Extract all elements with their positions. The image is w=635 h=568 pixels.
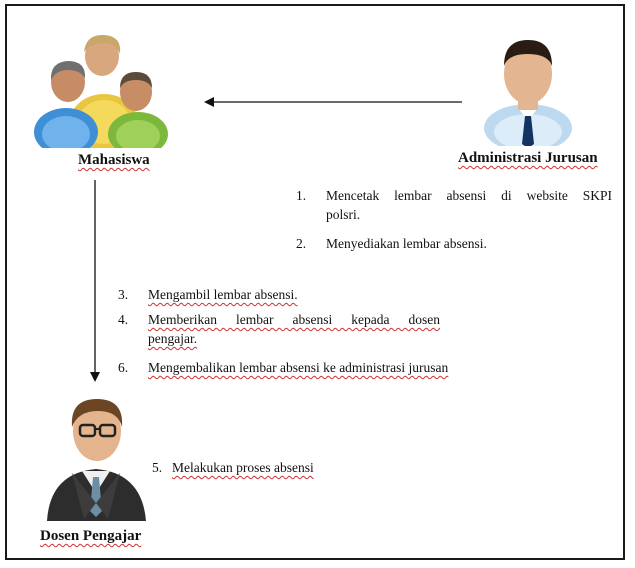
step-text-continued: polsri. bbox=[326, 207, 361, 222]
actor-label-mahasiswa: Mahasiswa bbox=[78, 152, 150, 168]
step-number: 4. bbox=[118, 312, 129, 327]
step-number: 1. bbox=[296, 188, 307, 203]
step-text: Menyediakan lembar absensi. bbox=[326, 236, 487, 251]
step-number: 6. bbox=[118, 360, 129, 375]
step-text: Mengembalikan lembar absensi ke administ… bbox=[148, 360, 449, 375]
step-5: 5. Melakukan proses absensi bbox=[152, 458, 372, 478]
step-4: 4. Memberikan lembar absensi kepada dose… bbox=[118, 310, 458, 350]
step-text-continued: pengajar. bbox=[148, 331, 198, 346]
man-with-glasses-icon bbox=[47, 399, 146, 521]
step-2: 2. Menyediakan lembar absensi. bbox=[296, 234, 612, 254]
step-number: 5. bbox=[152, 460, 163, 475]
step-3: 3. Mengambil lembar absensi. bbox=[118, 285, 458, 305]
step-number: 2. bbox=[296, 236, 307, 251]
group-of-people-icon bbox=[34, 34, 168, 148]
step-1: 1. Mencetak lembar absensi di website SK… bbox=[296, 186, 612, 226]
step-text: Mencetak lembar absensi di website SKPI bbox=[326, 188, 612, 203]
step-6: 6. Mengembalikan lembar absensi ke admin… bbox=[118, 358, 498, 378]
actor-label-administrasi: Administrasi Jurusan bbox=[458, 150, 598, 166]
step-text: Memberikan lembar absensi kepada dosen bbox=[148, 312, 440, 327]
step-number: 3. bbox=[118, 287, 129, 302]
step-text: Mengambil lembar absensi. bbox=[148, 287, 298, 302]
businessman-icon bbox=[484, 40, 572, 146]
actor-label-dosen: Dosen Pengajar bbox=[40, 528, 142, 544]
step-text: Melakukan proses absensi bbox=[172, 460, 314, 475]
